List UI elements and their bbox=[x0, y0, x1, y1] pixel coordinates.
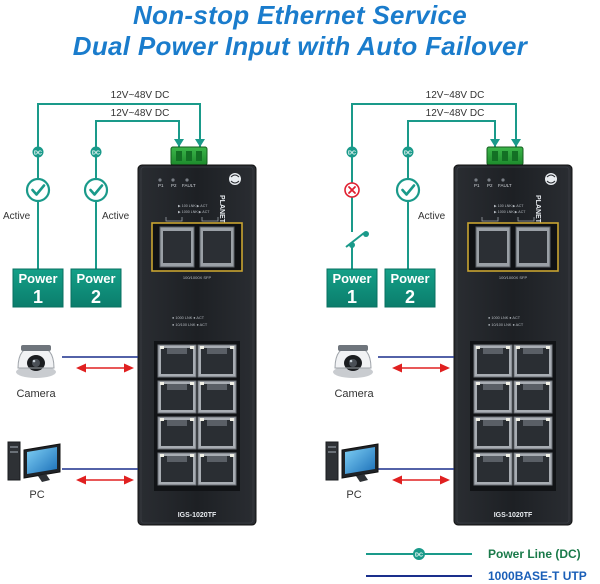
left-power-box-2: Power 2 bbox=[70, 268, 122, 308]
left-camera-label: Camera bbox=[16, 388, 56, 400]
diagram-title: Non-stop Ethernet Service Dual Power Inp… bbox=[0, 0, 600, 62]
left-arrowhead-1 bbox=[195, 139, 205, 147]
left-switch bbox=[137, 164, 257, 526]
right-dc-tag-1: DC bbox=[346, 146, 358, 158]
left-active-check-icon-1 bbox=[25, 177, 51, 203]
right-status-label: Active bbox=[418, 211, 446, 222]
left-active-check-icon-2 bbox=[83, 177, 109, 203]
legend-utp: 1000BASE-T UTP bbox=[366, 569, 587, 583]
left-voltage-label-1: 12V~48V DC bbox=[111, 90, 170, 101]
title-line-2: Dual Power Input with Auto Failover bbox=[72, 31, 528, 61]
right-failure-x-icon bbox=[344, 182, 360, 198]
right-diagram: 12V~48V DC 12V~48V DC DC DC Active Power… bbox=[325, 90, 573, 526]
right-switch-contact-2 bbox=[363, 231, 369, 237]
legend-power-line-label: Power Line (DC) bbox=[488, 547, 581, 561]
right-power-terminal bbox=[486, 146, 524, 166]
right-switch-contact-1 bbox=[349, 242, 355, 248]
right-power-box-2: Power 2 bbox=[384, 268, 436, 308]
left-dc-tag-1: DC bbox=[32, 146, 44, 158]
title-line-1: Non-stop Ethernet Service bbox=[132, 0, 467, 30]
right-arrowhead-2 bbox=[490, 139, 500, 147]
left-pc-icon bbox=[7, 441, 61, 483]
left-camera-icon bbox=[15, 344, 57, 379]
right-active-check-icon bbox=[395, 177, 421, 203]
svg-text:Power: Power bbox=[76, 271, 115, 286]
left-power-terminal bbox=[170, 146, 208, 166]
right-switch bbox=[453, 164, 573, 526]
right-pc-link bbox=[378, 468, 454, 485]
svg-text:Power: Power bbox=[390, 271, 429, 286]
left-diagram: 12V~48V DC 12V~48V DC DC DC Active Activ… bbox=[3, 90, 257, 526]
legend-power-line: DC Power Line (DC) bbox=[366, 547, 581, 561]
left-pc-label: PC bbox=[29, 489, 44, 501]
right-pc-label: PC bbox=[346, 489, 361, 501]
right-power-box-1: Power 1 bbox=[326, 268, 378, 308]
left-camera-link bbox=[62, 356, 138, 373]
svg-text:DC: DC bbox=[415, 553, 423, 559]
right-voltage-label-2: 12V~48V DC bbox=[426, 108, 485, 119]
left-pc-link bbox=[62, 468, 138, 485]
svg-text:1: 1 bbox=[347, 287, 357, 307]
right-pc-icon bbox=[325, 441, 379, 483]
right-dc-tag-2: DC bbox=[402, 146, 414, 158]
svg-text:1: 1 bbox=[33, 287, 43, 307]
right-camera-icon bbox=[332, 344, 374, 379]
left-power-box-1: Power 1 bbox=[12, 268, 64, 308]
svg-text:2: 2 bbox=[405, 287, 415, 307]
svg-text:2: 2 bbox=[91, 287, 101, 307]
right-camera-link bbox=[378, 356, 454, 373]
legend-utp-label: 1000BASE-T UTP bbox=[488, 569, 587, 583]
svg-text:Power: Power bbox=[332, 271, 371, 286]
svg-text:DC: DC bbox=[404, 151, 412, 157]
svg-text:DC: DC bbox=[34, 151, 42, 157]
left-status-label-1: Active bbox=[3, 211, 31, 222]
right-camera-label: Camera bbox=[334, 388, 374, 400]
left-voltage-label-2: 12V~48V DC bbox=[111, 108, 170, 119]
svg-text:Power: Power bbox=[18, 271, 57, 286]
left-status-label-2: Active bbox=[102, 211, 130, 222]
right-arrowhead-1 bbox=[511, 139, 521, 147]
legend: DC Power Line (DC) 1000BASE-T UTP bbox=[366, 547, 587, 583]
svg-text:DC: DC bbox=[92, 151, 100, 157]
left-dc-tag-2: DC bbox=[90, 146, 102, 158]
svg-text:DC: DC bbox=[348, 151, 356, 157]
left-arrowhead-2 bbox=[174, 139, 184, 147]
right-voltage-label-1: 12V~48V DC bbox=[426, 90, 485, 101]
